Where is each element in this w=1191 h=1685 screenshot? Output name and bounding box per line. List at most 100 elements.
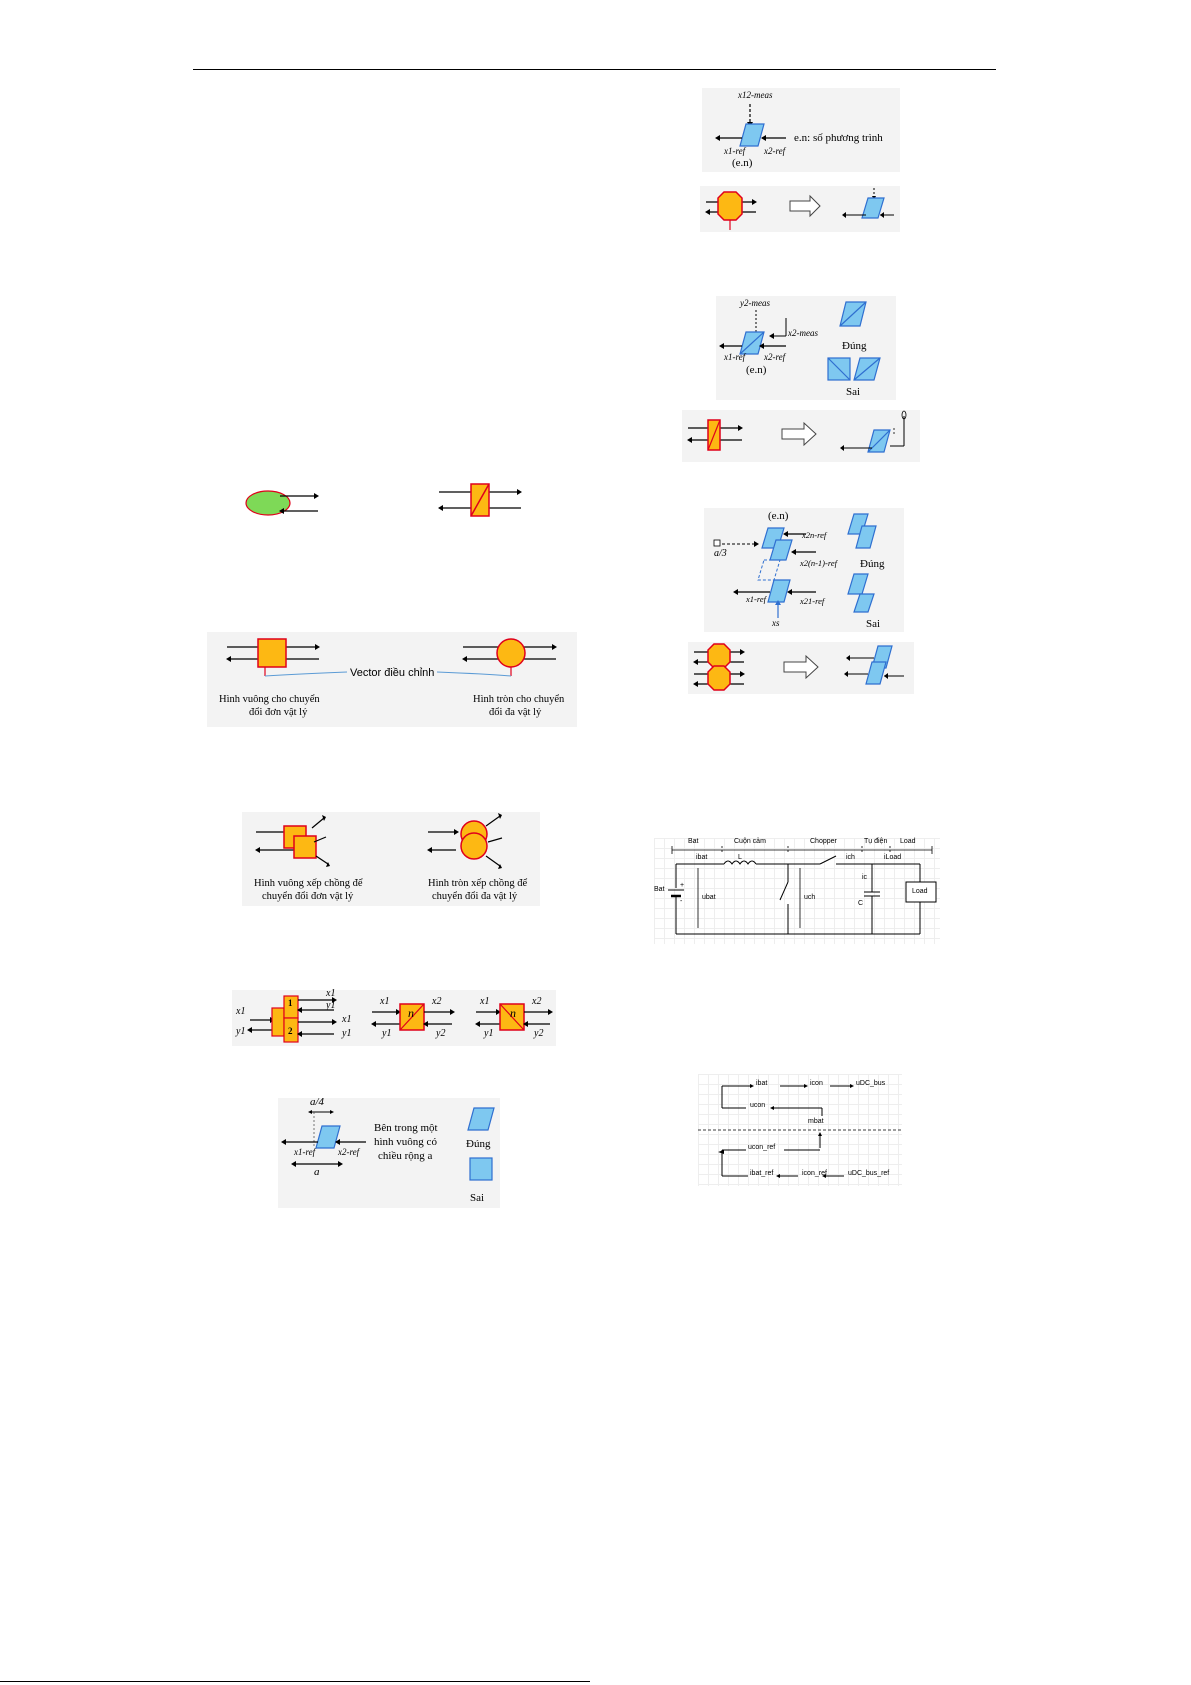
label-n-reverse: n: [510, 1006, 516, 1020]
label-x1-ref: x1-ref: [294, 1147, 316, 1157]
stacked-square-caption-line2: chuyển đổi đơn vật lý: [262, 891, 354, 902]
port-box-2: [283, 1017, 299, 1043]
en-parallelogram-icon: [739, 123, 765, 147]
label-x1-top-right: x1: [326, 988, 336, 999]
green-ellipse-icon: [245, 490, 291, 516]
rect-transform-figure: [682, 410, 920, 462]
label-ubat: ubat: [702, 894, 716, 901]
label-x1-bottom-right: x1: [342, 1014, 352, 1025]
octagon-icon: [717, 191, 743, 221]
label-x2n1-ref: x2(n-1)-ref: [800, 558, 837, 568]
stack-correct-front-icon: [855, 525, 877, 549]
label-y1-top-right: y1: [326, 1000, 336, 1011]
section-bat: Bat: [688, 838, 699, 845]
ellipse-source-figure: [240, 486, 320, 518]
parallelogram-icon: [315, 1125, 341, 1149]
label-x2-meas: x2-meas: [788, 328, 818, 338]
stack-lower-parallelogram-icon: [767, 579, 791, 603]
label-wrong: Sai: [470, 1192, 485, 1204]
label-x2-ref: x2-ref: [338, 1147, 360, 1157]
desc-line-2: hình vuông có: [374, 1136, 437, 1148]
label-load-box: Load: [912, 888, 928, 895]
wrong-square-icon: [469, 1157, 493, 1181]
label-x2-reverse: x2: [532, 996, 542, 1007]
label-a3: a/3: [714, 548, 727, 559]
hollow-right-arrow-icon: [789, 194, 821, 218]
label-uch: uch: [804, 894, 816, 901]
label-en: (e.n): [732, 157, 753, 169]
ctl-ucon: ucon: [750, 1102, 766, 1109]
octagon-upper-icon: [707, 643, 731, 669]
label-x1-ref-en: x1-ref: [724, 146, 746, 156]
ctl-udcbus: uDC_bus: [856, 1080, 886, 1087]
label-x2n-ref: x2n-ref: [802, 530, 827, 540]
stack-wrong-front-icon: [853, 593, 875, 613]
label-correct-inv: Đúng: [842, 340, 867, 352]
equation-count-figure: x12-meas x1-ref x2-ref (e.n) e.n: số phư…: [702, 88, 900, 172]
section-load: Load: [900, 838, 916, 845]
ctl-ibat: ibat: [756, 1080, 768, 1087]
square-caption-line2: đổi đơn vật lý: [249, 707, 308, 718]
double-octagon-figure: [688, 642, 914, 694]
stacked-square-front-icon: [293, 835, 317, 859]
section-capacitor: Tụ điện: [864, 838, 888, 845]
circle-caption-line1: Hình tròn cho chuyển: [473, 694, 565, 705]
ctl-ibat-ref: ibat_ref: [750, 1170, 774, 1177]
label-y2-meas: y2-meas: [740, 298, 770, 308]
stacked-square-caption-line1: Hình vuông xếp chồng để: [254, 878, 363, 889]
result-parallelogram-icon: [861, 197, 885, 219]
label-x1-ref-inv: x1-ref: [724, 352, 746, 362]
label-correct: Đúng: [466, 1138, 491, 1150]
footer-rule: [0, 1681, 590, 1682]
label-n-forward: n: [408, 1006, 414, 1020]
parallelogram-width-figure: a/4 x1-ref x2-ref a Bên trong một hình v…: [278, 1096, 500, 1208]
square-caption-line1: Hình vuông cho chuyển: [219, 694, 320, 705]
label-wrong-inv: Sai: [846, 386, 861, 398]
label-plus: +: [680, 882, 685, 889]
label-x1-forward: x1: [380, 996, 390, 1007]
label-iload: iLoad: [884, 854, 902, 861]
desc-line-3: chiều rộng a: [378, 1150, 433, 1162]
load-box: [905, 881, 937, 903]
label-x1-ref-stack: x1-ref: [746, 594, 766, 604]
stacked-circle-caption-line2: chuyển đổi đa vật lý: [432, 891, 518, 902]
battery-chopper-circuit: Bat Cuộn cảm Chopper Tụ điện Load Bat + …: [654, 838, 940, 944]
section-chopper: Chopper: [810, 838, 837, 845]
label-ibat: ibat: [696, 854, 708, 861]
circle-converter-icon: [496, 638, 526, 668]
label-a: a: [314, 1166, 320, 1178]
ctl-ucon-ref: ucon_ref: [748, 1144, 776, 1151]
label-x2-ref-inv: x2-ref: [764, 352, 786, 362]
control-structure-diagram: ibat icon uDC_bus ucon mbat ucon_ref iba…: [698, 1074, 902, 1186]
label-L: L: [738, 854, 742, 861]
label-x2-ref-en: x2-ref: [764, 146, 786, 156]
header-rule: [193, 69, 996, 70]
label-y2-reverse: y2: [534, 1028, 544, 1039]
label-y1-out: y1: [236, 1026, 246, 1037]
label-y1-forward: y1: [382, 1028, 392, 1039]
ctl-icon: icon: [810, 1080, 823, 1087]
hollow-right-arrow-2-icon: [781, 421, 817, 447]
label-x1-reverse: x1: [480, 996, 490, 1007]
vector-adjust-label: Vector điều chỉnh: [350, 667, 435, 679]
stacked-circle-caption-line1: Hình tròn xếp chồng để: [428, 878, 528, 889]
label-ich: ich: [846, 854, 855, 861]
inverse-coupling-figure: y2-meas x2-meas x1-ref x2-ref (e.n) Đúng…: [716, 296, 896, 400]
vector-adjust-figure: Vector điều chỉnh Hình vuông cho chuyển …: [207, 632, 577, 727]
label-C: C: [858, 900, 864, 907]
circle-caption-line2: đổi đa vật lý: [489, 707, 542, 718]
label-ic: ic: [862, 874, 868, 881]
ctl-icon-ref: icon_ref: [802, 1170, 827, 1177]
label-minus: -: [680, 898, 683, 905]
octagon-lower-icon: [707, 665, 731, 691]
ctl-mbat: mbat: [808, 1118, 824, 1125]
multi-port-figure: 1 2 x1 y1 x1 y1 x1 y1 n x1 y1 x2 y2 n x1…: [232, 988, 556, 1046]
label-en-stack: (e.n): [768, 510, 789, 522]
octagon-transform-figure: [700, 186, 900, 232]
correct-parallelogram-icon: [467, 1107, 495, 1131]
stack-wrong-back-icon: [847, 573, 869, 595]
label-a-over-4: a/4: [310, 1096, 325, 1108]
stack-mid-parallelogram-icon: [769, 539, 793, 561]
label-x21-ref: x21-ref: [800, 596, 825, 606]
ctl-udcbus-ref: uDC_bus_ref: [848, 1170, 890, 1177]
